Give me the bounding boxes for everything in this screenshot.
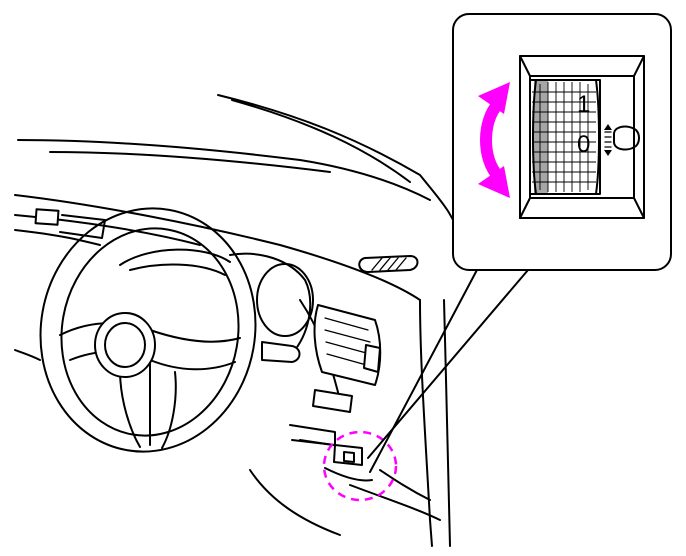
leveling-dial[interactable] <box>529 79 601 195</box>
curved-double-arrow-icon <box>478 82 510 198</box>
steering-wheel <box>39 207 257 453</box>
dial-marking-1: 1 <box>577 91 590 118</box>
location-highlight-circle <box>322 430 398 502</box>
dial-marking-0: 0 <box>577 131 590 158</box>
dial-knurling <box>532 82 596 192</box>
headlight-leveling-icon <box>604 124 640 156</box>
lower-switch-panel <box>249 389 441 536</box>
center-vent <box>313 304 382 386</box>
dial-scale: 1 0 <box>577 91 590 158</box>
dashboard-outline <box>14 194 451 547</box>
instrument-cluster <box>119 248 314 351</box>
top-center-vent <box>358 255 419 273</box>
callout-pointer <box>367 267 529 473</box>
control-stalk <box>261 341 301 363</box>
left-vent <box>34 208 106 239</box>
